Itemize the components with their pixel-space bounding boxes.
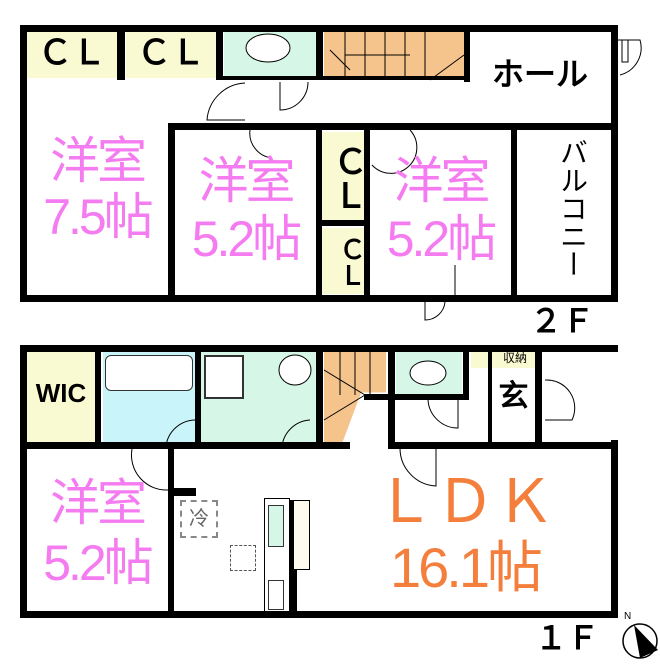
wic-room	[27, 352, 95, 444]
balcony-label: バルコニー	[557, 138, 588, 278]
floor-2-label: ２Ｆ	[530, 303, 595, 339]
closet-3-label: ＣＬ	[328, 144, 366, 212]
western-room-5-2a-size: 5.2帖	[191, 211, 303, 267]
western-room-1f-size: 5.2帖	[43, 535, 154, 591]
washbasin	[204, 355, 244, 399]
closet-1-label: ＣＬ	[38, 34, 106, 72]
western-room-5-2b-name: 洋室	[393, 153, 491, 209]
counter-shelf	[293, 500, 310, 570]
bathtub	[105, 355, 193, 391]
western-room-5-2b-size: 5.2帖	[386, 211, 498, 267]
closet-1	[27, 32, 117, 78]
western-room-1f-name: 洋室	[50, 475, 147, 531]
wic-label: WIC	[35, 378, 87, 408]
storage-room	[471, 352, 535, 368]
closet-3	[322, 132, 364, 220]
ldk-size: 16.1帖	[390, 536, 543, 599]
closet-4-label: ＣＬ	[336, 236, 366, 288]
floor-1-label: １Ｆ	[535, 620, 600, 656]
ldk-label: ＬＤＫ	[375, 468, 555, 535]
appliance-space	[230, 545, 256, 571]
closet-2-label: ＣＬ	[137, 34, 205, 72]
western-room-7-5-name: 洋室	[50, 133, 147, 189]
closet-2	[126, 32, 216, 78]
sink	[268, 505, 284, 547]
hall-label: ホール	[491, 56, 588, 92]
entrance-label: 玄	[498, 380, 529, 413]
storage-label: 収納	[502, 351, 527, 365]
compass-north-label: N	[624, 611, 632, 622]
stove	[268, 580, 284, 610]
closet-4	[322, 228, 364, 294]
fridge-space: 冷	[180, 500, 218, 538]
western-room-7-5-size: 7.5帖	[43, 189, 154, 245]
western-room-5-2a-name: 洋室	[198, 153, 296, 209]
